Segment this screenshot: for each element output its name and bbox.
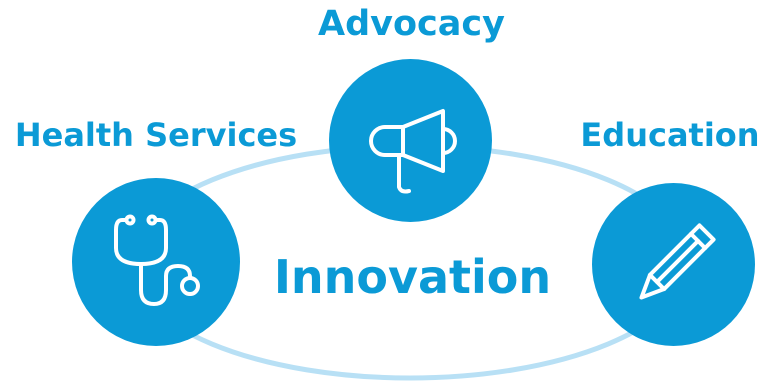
advocacy-node xyxy=(329,59,492,222)
megaphone-icon xyxy=(368,108,457,193)
pencil-icon xyxy=(638,222,716,300)
health-services-label: Health Services xyxy=(14,116,298,154)
education-label: Education xyxy=(580,116,760,154)
innovation-center-label: Innovation xyxy=(273,250,552,304)
education-node xyxy=(592,183,755,346)
advocacy-label: Advocacy xyxy=(318,4,505,44)
stethoscope-icon xyxy=(114,214,200,306)
health-services-node xyxy=(72,178,240,346)
